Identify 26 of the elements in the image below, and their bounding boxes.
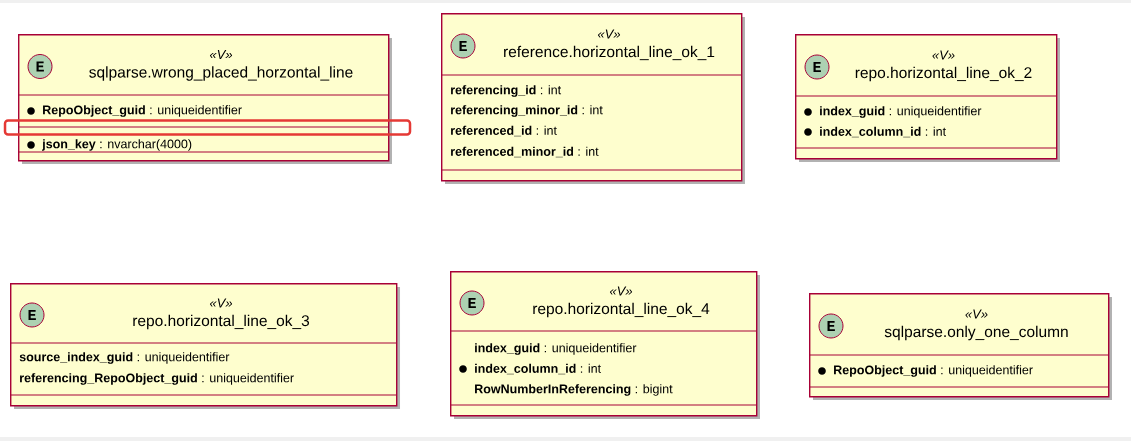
attribute: referenced_minor_id : int (451, 146, 599, 158)
attribute: index_guid : uniqueidentifier (820, 106, 982, 118)
entity-name: reference.horizontal_line_ok_1 (504, 45, 715, 61)
attribute: referenced_id : int (451, 125, 557, 137)
stereotype: «V» (609, 286, 633, 296)
attribute: index_column_id : int (820, 126, 946, 138)
attribute: index_guid : uniqueidentifier (475, 343, 637, 355)
attribute: referencing_RepoObject_guid : uniqueidentifier (20, 373, 294, 385)
attribute: RowNumberInReferencing : bigint (475, 384, 673, 396)
attribute: RepoObject_guid : uniqueidentifier (834, 365, 1033, 377)
attribute: referencing_id : int (451, 85, 562, 97)
stereotype: «V» (932, 50, 955, 60)
entity-name: sqlparse.only_one_column (884, 325, 1068, 341)
entity-name: repo.horizontal_line_ok_2 (855, 66, 1032, 82)
stereotype: «V» (597, 29, 621, 39)
stereotype: «V» (209, 298, 233, 308)
entity-name: repo.horizontal_line_ok_4 (533, 302, 710, 318)
attribute: source_index_guid : uniqueidentifier (19, 352, 230, 364)
attribute: index_column_id : int (475, 363, 601, 375)
attribute: json_key : nvarchar(4000) (42, 139, 192, 151)
stereotype: «V» (209, 50, 233, 59)
entity-name: sqlparse.wrong_placed_horzontal_line (89, 66, 353, 81)
stereotype: «V» (965, 309, 988, 319)
attribute: referencing_minor_id : int (451, 105, 603, 117)
entity-name: repo.horizontal_line_ok_3 (133, 314, 310, 330)
attribute: RepoObject_guid : uniqueidentifier (43, 105, 242, 117)
